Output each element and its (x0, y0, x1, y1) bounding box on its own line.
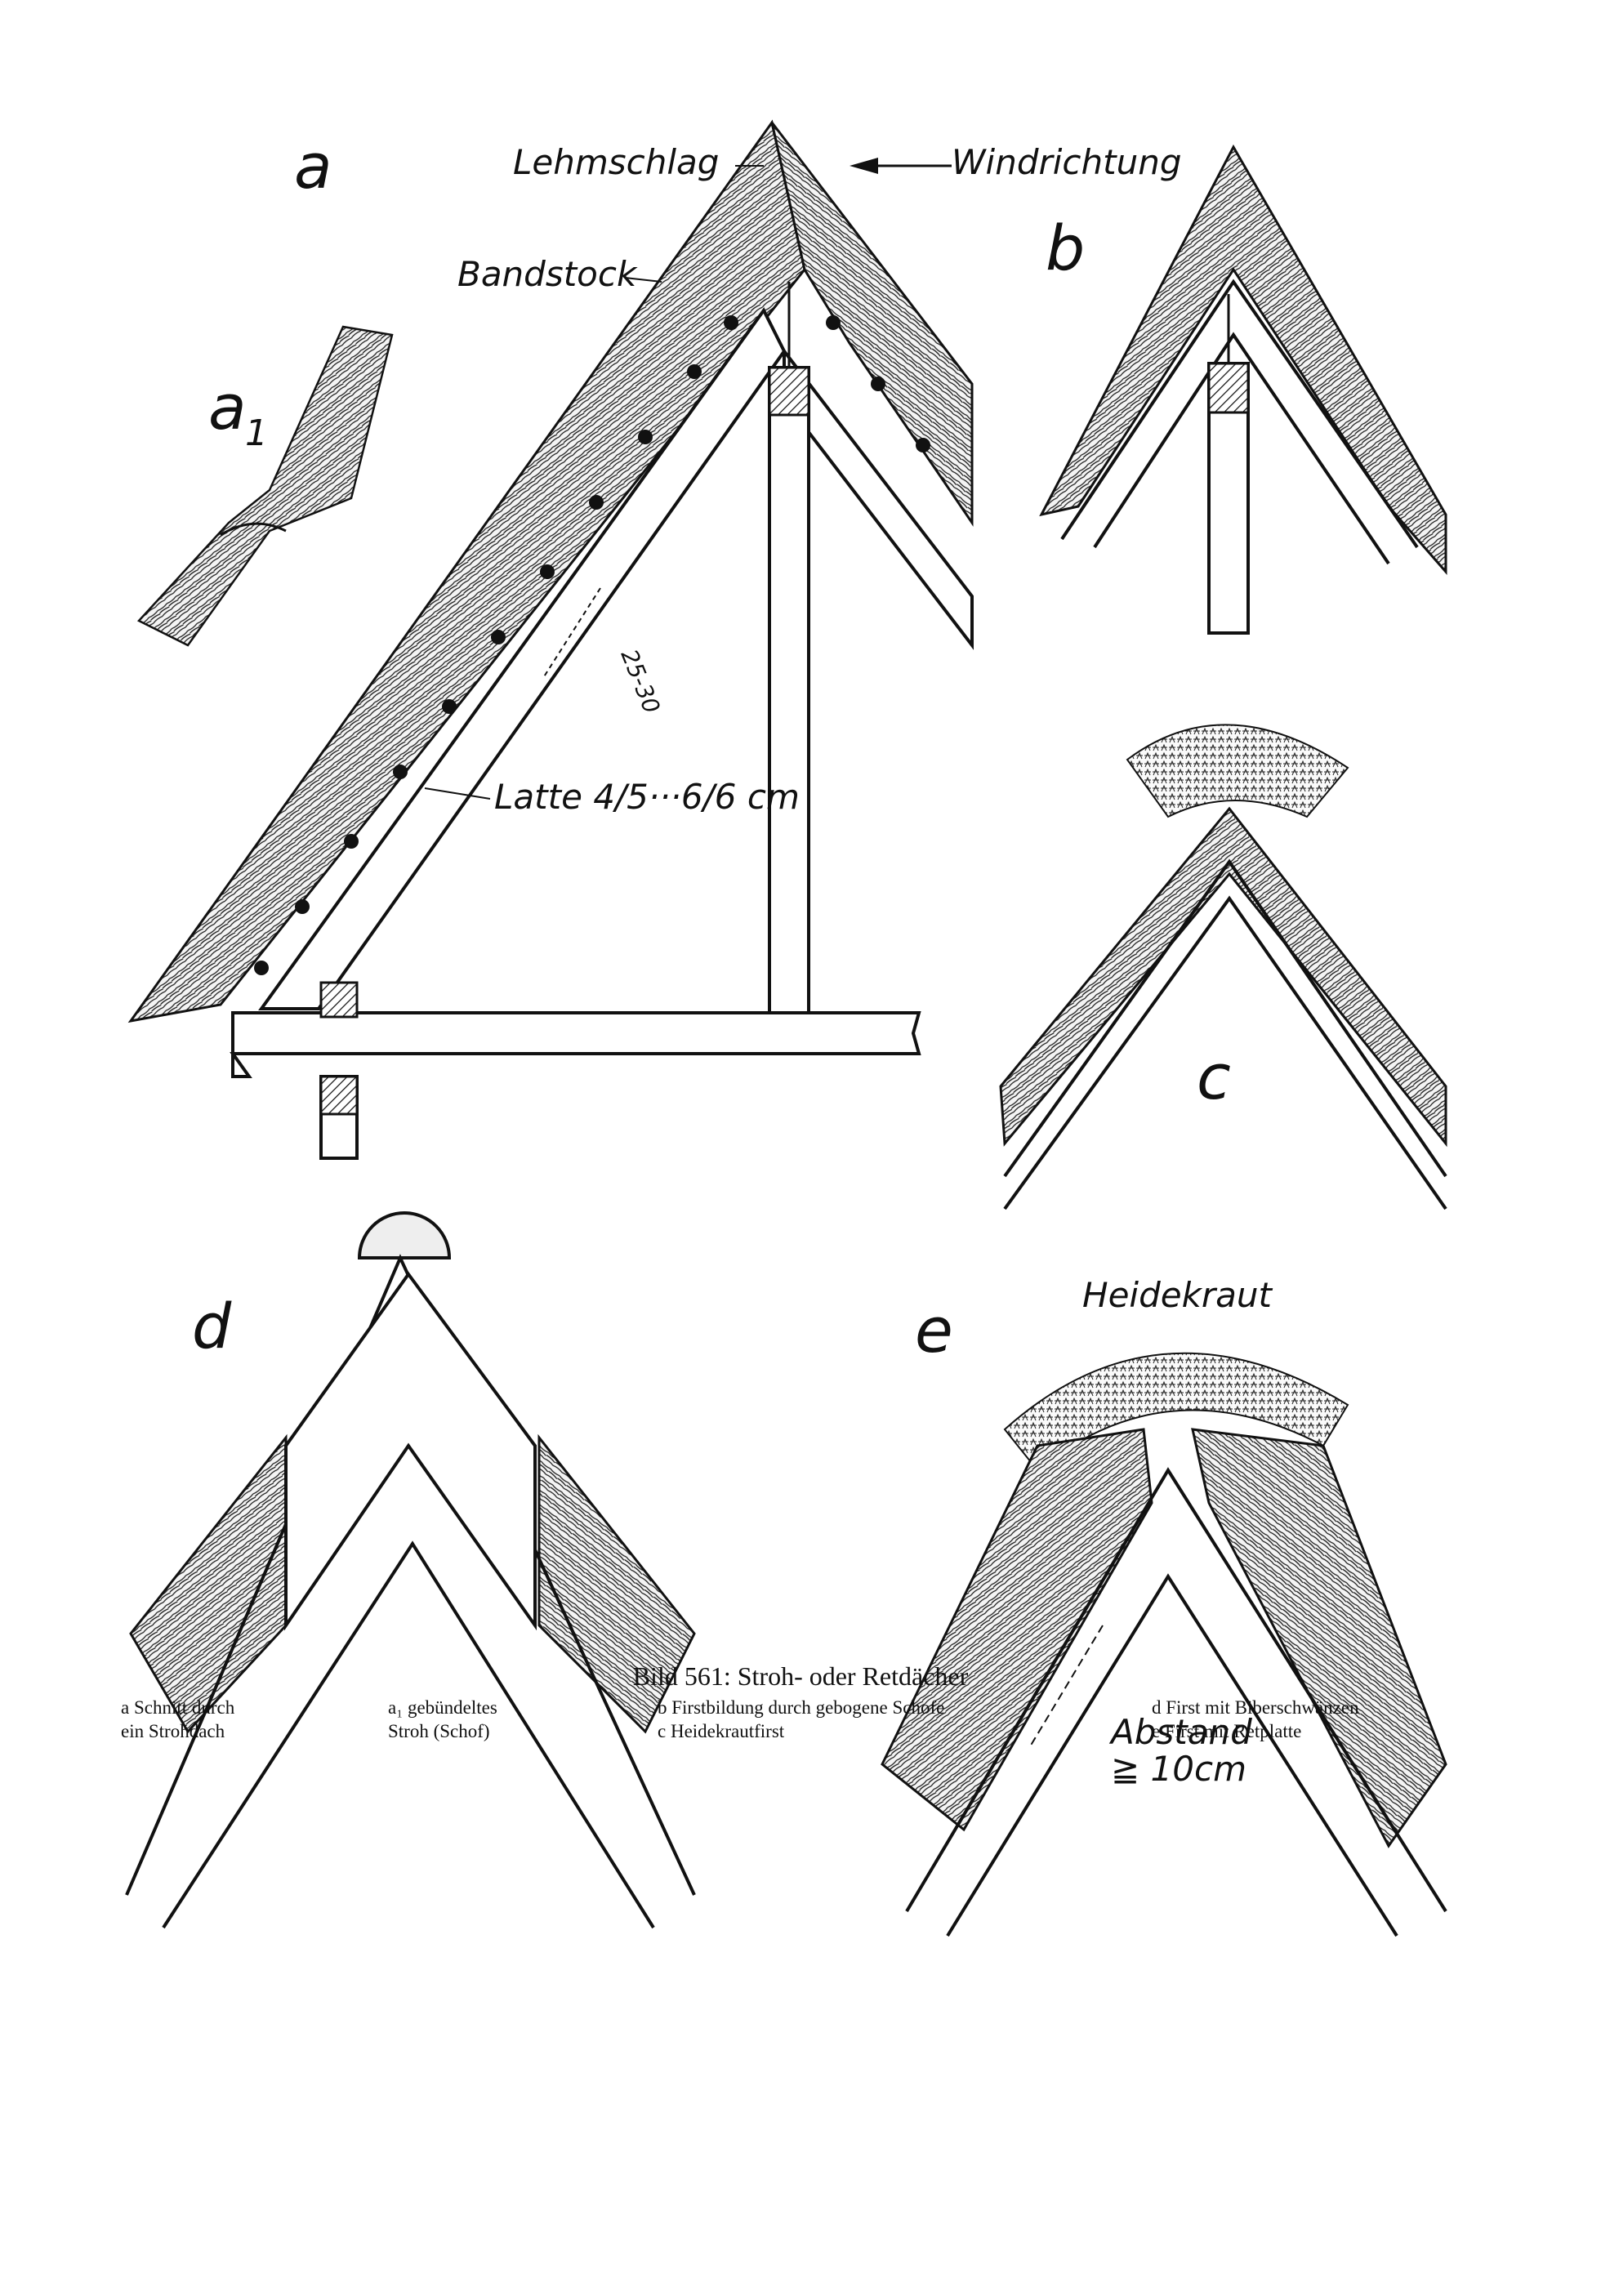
panel-label-a: a (294, 130, 332, 203)
thatch-d-right (537, 1433, 696, 1734)
thatch-c (999, 806, 1447, 1148)
heather-cap-e (1003, 1352, 1349, 1472)
tie-beam (230, 1011, 921, 1078)
heather-cap-c (1126, 724, 1349, 818)
thatch-e-left (881, 1428, 1153, 1832)
ridge-board-d (284, 1271, 537, 1631)
legend-col-3: b Firstbildung durch gebogene Schofe c H… (658, 1696, 944, 1743)
legend-b-line: b Firstbildung durch gebogene Schofe (658, 1697, 945, 1718)
panel-d-tile-ridge: d (125, 1211, 696, 1929)
legend-d-line: d First mit Biberschwänzen (1152, 1697, 1359, 1718)
battens (254, 315, 930, 975)
panel-a1-straw-bundle: a 1 (136, 325, 394, 647)
legend-a1-line1: a₁ gebündeltes (388, 1697, 497, 1718)
legend-a1-line2: Stroh (Schof) (388, 1721, 490, 1741)
panel-a-roof-section: 25-30 Lehmschlag Windrichtung Bandstock … (127, 119, 1182, 1160)
king-post (768, 366, 810, 1014)
panel-c-heather-ridge: c (999, 724, 1447, 1210)
abstand-value: ≧ 10cm (1111, 1749, 1246, 1789)
panel-label-c: c (1197, 1041, 1231, 1113)
panel-label-a1: a (208, 371, 247, 444)
thatch-layer-right (770, 122, 974, 527)
legend-col-2: a₁ gebündeltes Stroh (Schof) (388, 1696, 497, 1743)
straw-bundle (136, 325, 394, 647)
ridge-tile-d (357, 1211, 452, 1259)
dimension-spacing: 25-30 (616, 645, 666, 717)
panel-label-b: b (1046, 212, 1085, 284)
label-bandstock: Bandstock (457, 254, 638, 294)
panel-b-bent-ridge: b (1039, 144, 1447, 635)
panel-e-retplatte-ridge: Heidekraut Abstand ≧ 10cm e (881, 1275, 1447, 1937)
legend-a-line2: ein Strohdach (121, 1721, 225, 1741)
abstand-label: Abstand (1108, 1712, 1252, 1752)
panel-label-d: d (192, 1290, 232, 1362)
label-latte: Latte 4/5···6/6 cm (494, 777, 800, 817)
thatch-e-right (1191, 1428, 1447, 1848)
legend-col-4: d First mit Biberschwänzen e First mit R… (1152, 1696, 1359, 1743)
legend-col-1: a Schnitt durch ein Strohdach (121, 1696, 234, 1743)
post-section (768, 366, 810, 417)
legend-a-line1: a Schnitt durch (121, 1697, 235, 1718)
figure-caption-title: Bild 561: Stroh- oder Retdächer (632, 1661, 969, 1691)
label-windrichtung: Windrichtung (952, 142, 1182, 182)
wall-plate (319, 981, 359, 1019)
label-lehmschlag: Lehmschlag (513, 142, 719, 182)
legend-c-line: c Heidekrautfirst (658, 1721, 785, 1741)
rafter-left (258, 307, 787, 1010)
heidekraut-label: Heidekraut (1082, 1275, 1273, 1315)
thatch-b (1039, 144, 1447, 575)
legend-e-line: e First mit Retplatte (1152, 1721, 1302, 1741)
panel-label-a1-subscript: 1 (245, 412, 268, 454)
panel-label-e: e (915, 1294, 953, 1366)
